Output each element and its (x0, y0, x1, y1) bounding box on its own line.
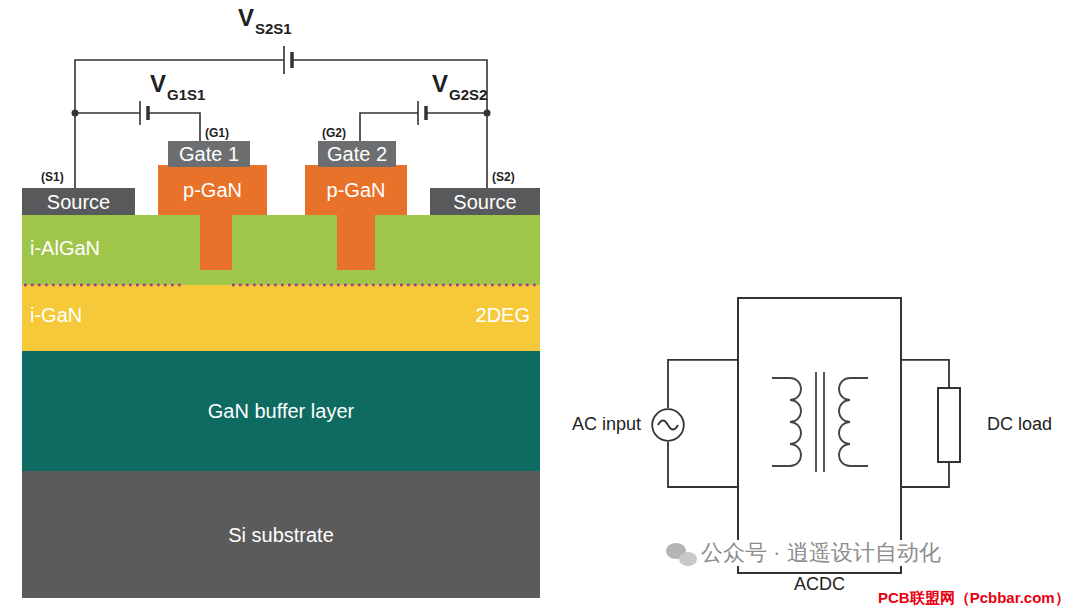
terminal-name: (G1) (205, 126, 229, 140)
node-text: Gate 2 (327, 142, 387, 166)
transformer-symbol (772, 372, 868, 472)
node-text: Source (47, 190, 110, 214)
battery-plate (139, 101, 141, 125)
battery-plate (424, 106, 428, 120)
buffer-layer: GaN buffer layer (22, 351, 540, 471)
sine-wave (658, 421, 678, 430)
battery-plate (290, 52, 294, 68)
core-line (823, 372, 825, 472)
wire-connector (668, 442, 737, 487)
node-text: i-GaN (30, 303, 82, 327)
ac-source-outline (651, 408, 685, 442)
battery-symbols (140, 46, 426, 125)
p-gan-layer: p-GaN (158, 165, 267, 270)
secondary-coil (839, 378, 868, 466)
node-text: Si substrate (228, 523, 334, 547)
wire-connector (668, 360, 737, 408)
load-resistor: DC load (937, 387, 961, 463)
voltage-subscript: G1S1 (167, 86, 205, 104)
node-text: AC input (572, 414, 641, 436)
source-electrode: Source (22, 188, 135, 215)
node-text: p-GaN (327, 178, 386, 202)
wire-connector (902, 360, 949, 387)
node-text: DC load (987, 414, 1052, 436)
wechat-icon (666, 543, 697, 566)
ac-source: AC input (651, 408, 685, 442)
voltage-subscript: G2S2 (449, 86, 487, 104)
primary-coil (772, 378, 801, 466)
wire-connector (902, 463, 949, 487)
algan-layer: i-AlGaN (22, 215, 540, 285)
watermark: PCB联盟网（Pcbbar.com） (878, 589, 1070, 607)
gate-electrode: Gate 1 (168, 141, 250, 167)
node-text: p-GaN (183, 178, 242, 202)
node-text: i-AlGaN (30, 236, 100, 260)
junction-dot (484, 110, 491, 117)
gan-channel-layer: i-GaN 2DEG (22, 285, 540, 351)
wire (360, 113, 418, 141)
source-electrode: Source (430, 188, 540, 215)
node-text: 2DEG (476, 303, 530, 327)
gate-electrode: Gate 2 (318, 141, 396, 167)
junction-dot (72, 110, 79, 117)
voltage-symbol: V (432, 70, 448, 99)
terminal-name: (G2) (322, 126, 346, 140)
voltage-subscript: S2S1 (255, 20, 292, 38)
voltage-symbol: V (238, 4, 254, 33)
watermark: 公众号 · 逍遥设计自动化 (697, 540, 945, 566)
voltage-symbol: V (150, 70, 166, 99)
bias-wires (75, 60, 487, 188)
p-gan-layer: p-GaN (305, 165, 407, 270)
battery-plate (283, 46, 285, 74)
terminal-name: (S2) (492, 170, 515, 184)
node-text: Source (453, 190, 516, 214)
source-circle (652, 409, 684, 441)
node-text: Gate 1 (179, 142, 239, 166)
battery-plate (146, 106, 150, 120)
battery-plate (417, 101, 419, 125)
wire (75, 112, 140, 114)
substrate-layer: Si substrate (22, 471, 540, 598)
terminal-name: (S1) (41, 170, 64, 184)
wire (426, 112, 487, 114)
core-line (815, 372, 817, 472)
node-text: ACDC (794, 574, 845, 596)
node-text: GaN buffer layer (208, 399, 354, 423)
icon-bubble (679, 552, 697, 566)
converter-box: ACDC (737, 297, 902, 574)
wire (148, 113, 200, 141)
